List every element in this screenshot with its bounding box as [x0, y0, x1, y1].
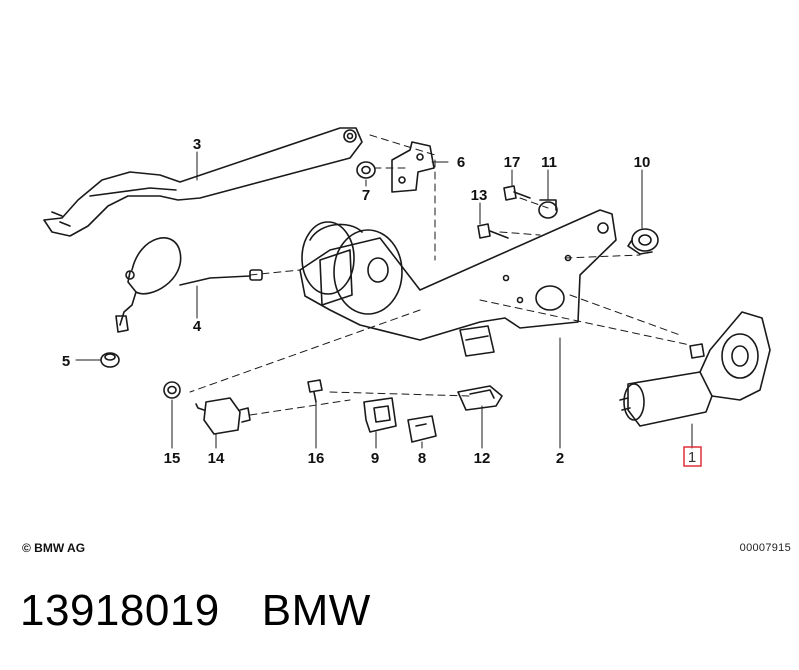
part-8-clip [407, 415, 437, 443]
callout-14: 14 [208, 450, 225, 467]
part-3-pedal-lever [43, 127, 363, 237]
part-9-clip [363, 397, 397, 433]
part-10-bushing [627, 228, 659, 255]
part-11-bolt [538, 199, 558, 219]
callout-17: 17 [504, 154, 521, 171]
part-1-drive-motor [619, 311, 771, 427]
part-6-bracket [391, 141, 435, 193]
part-13-bolt [477, 223, 509, 239]
callout-10: 10 [634, 154, 651, 171]
callout-13: 13 [471, 187, 488, 204]
callout-15: 15 [164, 450, 181, 467]
part-16-screw [307, 379, 323, 403]
callout-5: 5 [62, 353, 70, 370]
part-5-grommet [100, 352, 120, 368]
callout-labels: 1 2 3 4 5 6 7 8 9 10 11 12 13 14 15 16 1… [62, 136, 702, 467]
callout-7: 7 [362, 187, 370, 204]
callout-9: 9 [371, 450, 379, 467]
part-14-rubber-mount [195, 397, 251, 435]
callout-1-highlight-box [683, 446, 702, 467]
part-15-nut [163, 381, 181, 399]
part-7-nut [356, 161, 376, 179]
callout-16: 16 [308, 450, 325, 467]
parts-diagram: 1 2 3 4 5 6 7 8 9 10 11 12 13 14 15 16 1… [43, 127, 771, 467]
part-caption: 13918019 BMW [20, 586, 371, 636]
callout-4: 4 [193, 318, 202, 335]
callout-1: 1 [688, 449, 696, 466]
part-2-carrier-bracket [299, 209, 617, 357]
drawing-id: 00007915 [739, 542, 791, 554]
part-12-slider [457, 385, 503, 411]
copyright-notice: © BMW AG [22, 541, 86, 555]
callout-2: 2 [556, 450, 564, 467]
leader-lines [75, 151, 693, 449]
callout-8: 8 [418, 450, 426, 467]
callout-6: 6 [457, 154, 465, 171]
callout-3: 3 [193, 136, 201, 153]
callout-11: 11 [541, 154, 557, 171]
part-4-cable [115, 237, 263, 333]
callout-12: 12 [474, 450, 491, 467]
part-17-bolt [503, 185, 531, 201]
part-number: 13918019 [20, 586, 220, 635]
assembly-lines [189, 134, 691, 416]
brand-name: BMW [261, 586, 371, 635]
